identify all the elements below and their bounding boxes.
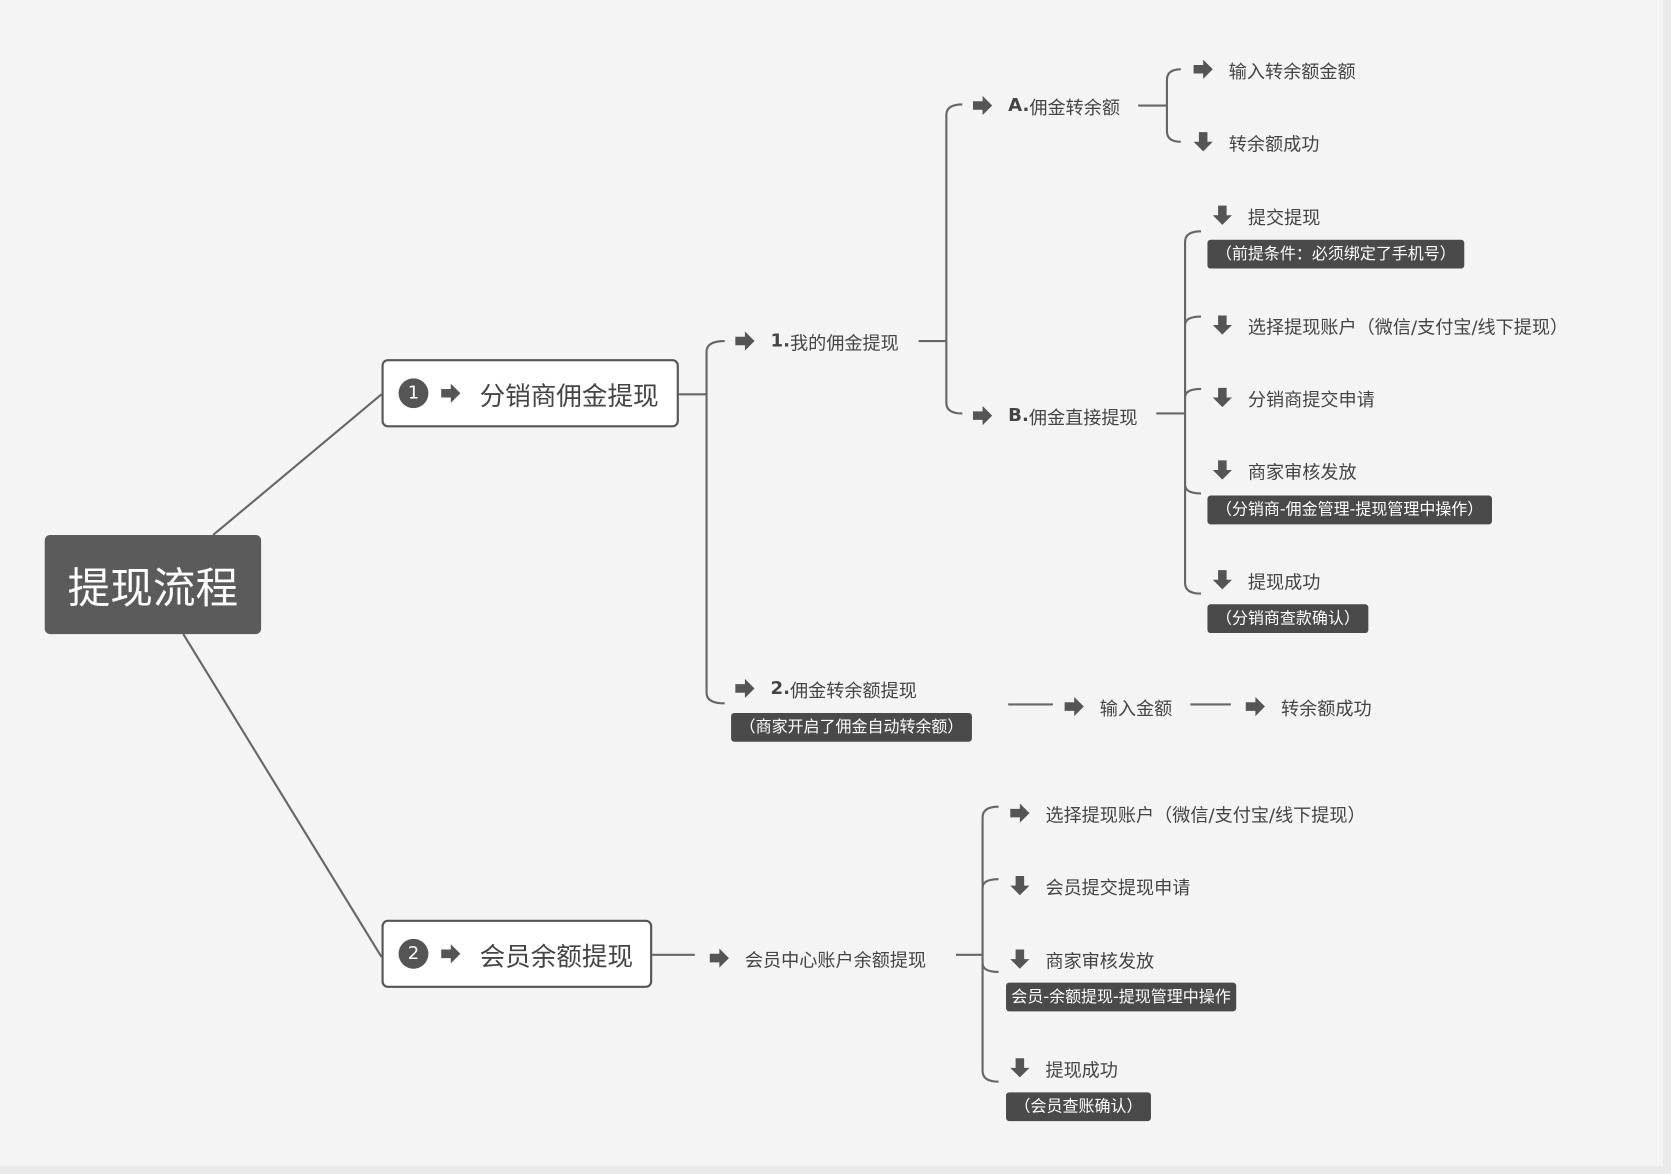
branch-label: 会员余额提现	[479, 941, 634, 972]
note-label: （分销商-佣金管理-提现管理中操作）	[1207, 495, 1492, 525]
number-badge: 2	[398, 938, 429, 969]
node-commission-to-balance-withdraw[interactable]: 2.佣金转余额提现	[733, 675, 917, 703]
arrow-right-icon	[733, 677, 756, 700]
step-node[interactable]: 会员提交提现申请	[1008, 872, 1190, 900]
step-node[interactable]: 提现成功	[1008, 1054, 1118, 1082]
step-node[interactable]: 提现成功	[1211, 566, 1321, 594]
node-prefix: A.	[1008, 94, 1030, 117]
note-label: 会员-余额提现-提现管理中操作	[1006, 982, 1237, 1012]
step-node[interactable]: 选择提现账户（微信/支付宝/线下提现）	[1211, 311, 1569, 339]
arrow-right-icon	[1191, 58, 1214, 81]
root-node[interactable]: 提现流程	[44, 534, 262, 635]
node-label: 我的佣金提现	[790, 333, 899, 355]
arrow-down-icon	[1211, 568, 1234, 591]
node-my-commission-withdraw[interactable]: 1.我的佣金提现	[733, 327, 899, 355]
arrow-down-icon	[1211, 386, 1234, 409]
step-node[interactable]: 输入金额	[1063, 693, 1173, 721]
branch-member-balance[interactable]: 2 会员余额提现	[381, 919, 653, 988]
arrow-right-icon	[733, 329, 756, 352]
note-label: （会员查账确认）	[1006, 1092, 1151, 1122]
step-node[interactable]: 分销商提交申请	[1211, 384, 1375, 412]
step-node[interactable]: 选择提现账户（微信/支付宝/线下提现）	[1008, 799, 1366, 827]
node-label: 会员中心账户余额提现	[744, 950, 927, 972]
horizontal-scrollbar[interactable]	[0, 1166, 1671, 1174]
arrow-down-icon	[1008, 1056, 1031, 1079]
arrow-down-icon	[1211, 204, 1234, 227]
arrow-right-icon	[708, 946, 731, 969]
step-node[interactable]: 输入转余额金额	[1191, 55, 1356, 83]
node-label: 佣金转余额	[1029, 97, 1120, 119]
step-label: 转余额成功	[1280, 698, 1372, 720]
step-label: 输入金额	[1099, 698, 1173, 720]
arrow-right-icon	[1244, 695, 1267, 718]
number-badge: 1	[398, 378, 429, 409]
step-label: 会员提交提现申请	[1045, 877, 1191, 899]
step-label: 转余额成功	[1228, 133, 1320, 156]
step-label: 商家审核发放	[1045, 951, 1155, 973]
arrow-down-icon	[1008, 947, 1031, 970]
arrow-down-icon	[1191, 130, 1214, 153]
node-direct-withdraw[interactable]: B.佣金直接提现	[971, 402, 1138, 430]
step-label: 提现成功	[1247, 571, 1321, 594]
arrow-right-icon	[1063, 695, 1086, 718]
step-label: 提现成功	[1045, 1059, 1118, 1082]
note-label: （商家开启了佣金自动转余额）	[731, 712, 972, 742]
node-label: 佣金转余额提现	[790, 680, 917, 702]
vertical-scrollbar[interactable]	[1663, 0, 1671, 1174]
note-label: （前提条件：必须绑定了手机号）	[1207, 239, 1465, 269]
note-label: （分销商查款确认）	[1207, 604, 1369, 634]
step-label: 分销商提交申请	[1247, 389, 1375, 411]
step-node[interactable]: 提交提现	[1211, 201, 1321, 229]
arrow-right-icon	[439, 382, 462, 405]
step-node[interactable]: 商家审核发放	[1008, 945, 1154, 973]
node-prefix: B.	[1008, 404, 1029, 427]
arrow-down-icon	[1008, 874, 1031, 897]
step-label: 选择提现账户（微信/支付宝/线下提现）	[1045, 805, 1366, 827]
arrow-down-icon	[1211, 458, 1234, 481]
arrow-down-icon	[1211, 313, 1234, 336]
step-label: 商家审核发放	[1247, 461, 1357, 484]
step-label: 输入转余额金额	[1228, 61, 1356, 83]
arrow-right-icon	[1008, 801, 1031, 824]
branch-distributor-commission[interactable]: 1 分销商佣金提现	[381, 359, 679, 428]
step-node[interactable]: 商家审核发放	[1211, 456, 1357, 484]
node-commission-to-balance[interactable]: A.佣金转余额	[971, 92, 1120, 120]
node-member-center-withdraw[interactable]: 会员中心账户余额提现	[708, 944, 926, 972]
arrow-right-icon	[439, 942, 462, 965]
node-prefix: 2.	[770, 677, 791, 700]
step-label: 选择提现账户（微信/支付宝/线下提现）	[1247, 317, 1569, 339]
arrow-right-icon	[971, 94, 994, 117]
step-label: 提交提现	[1247, 207, 1321, 229]
node-prefix: 1.	[770, 330, 791, 352]
node-label: 佣金直接提现	[1028, 407, 1138, 429]
step-node[interactable]: 转余额成功	[1244, 693, 1372, 721]
branch-label: 分销商佣金提现	[479, 380, 659, 411]
arrow-right-icon	[971, 404, 994, 427]
step-node[interactable]: 转余额成功	[1191, 128, 1319, 156]
